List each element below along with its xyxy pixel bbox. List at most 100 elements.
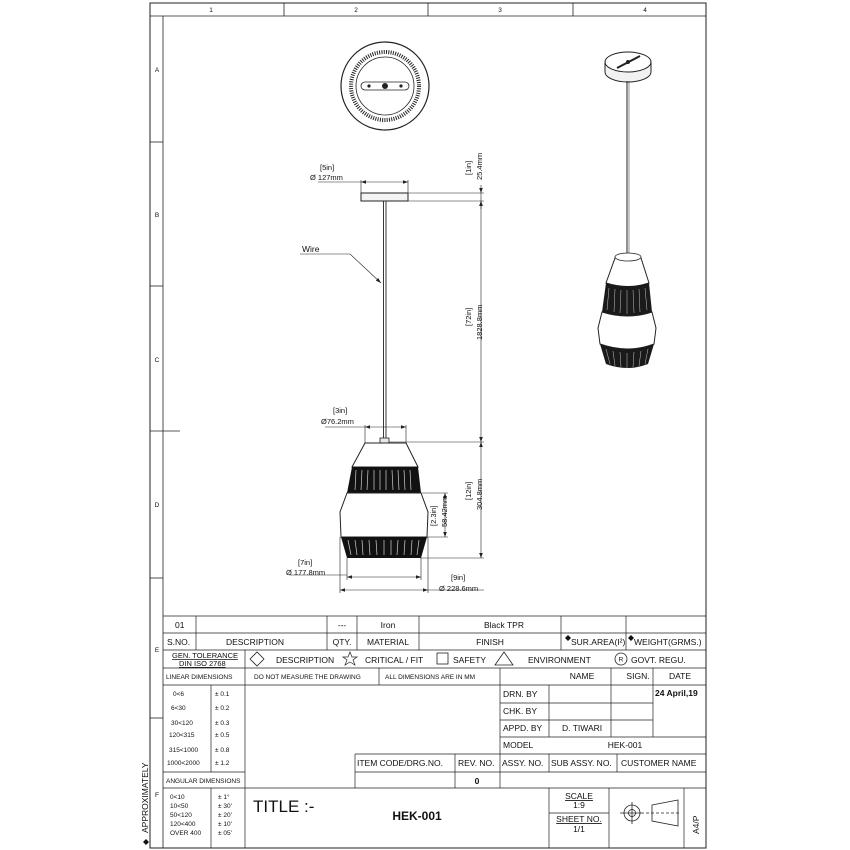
drawn-by-label: DRN. BY — [503, 689, 538, 699]
row-label: B — [155, 212, 159, 219]
bom-material: Iron — [381, 620, 396, 630]
max-diameter-mm: Ø 228.6mm — [439, 584, 478, 593]
pendant-front-view — [339, 192, 429, 558]
linear-tol: ± 0.3 — [215, 720, 230, 727]
symbol-govt: GOVT. REGU. — [631, 655, 686, 665]
rev-value: 0 — [475, 776, 480, 786]
row-label: D — [155, 502, 160, 509]
checked-by-label: CHK. BY — [503, 706, 537, 716]
dimension-lines — [289, 180, 484, 593]
linear-range: 0<6 — [173, 691, 184, 698]
angular-tol: ± 20' — [218, 812, 232, 819]
symbol-description: DESCRIPTION — [276, 655, 334, 665]
linear-tol: ± 0.8 — [215, 747, 230, 754]
bom-qty: --- — [338, 620, 347, 630]
angular-tol: ± 30' — [218, 803, 232, 810]
canopy-diameter-mm: Ø 127mm — [310, 173, 343, 182]
sub-assy-no-label: SUB ASSY. NO. — [551, 758, 612, 768]
angular-range: 50<120 — [170, 812, 192, 819]
canopy-diameter-in: [5in] — [320, 163, 334, 172]
projection-symbol-icon — [620, 799, 680, 827]
bom-grid — [163, 615, 706, 651]
symbol-environment: ENVIRONMENT — [528, 655, 591, 665]
shade-height-in: [12in] — [464, 482, 473, 500]
column-label: 1 — [209, 7, 213, 14]
symbol-critical: CRITICAL / FIT — [365, 655, 423, 665]
rev-no-label: REV. NO. — [458, 758, 495, 768]
shade-top-diameter-in: [3in] — [333, 406, 347, 415]
angular-range: OVER 400 — [170, 830, 201, 837]
dimension-labels: [5in] Ø 127mm [1in] 25.4mm Wire [72in] 1… — [286, 153, 484, 593]
model-value: HEK-001 — [608, 740, 643, 750]
sheet-size: A4/P — [691, 815, 701, 834]
header-qty: QTY. — [333, 637, 352, 647]
all-dims-mm: ALL DIMENSIONS ARE IN MM — [385, 674, 475, 681]
sheet-value: 1/1 — [573, 824, 585, 834]
tolerance-header: GEN. TOLERANCE DIN ISO 2768 DESCRIPTION … — [172, 651, 686, 668]
header-sur-area: SUR.AREA(I²) — [571, 637, 625, 647]
band-height-mm: 58.42mm — [440, 496, 449, 527]
bom-finish: Black TPR — [484, 620, 524, 630]
drawing-title: HEK-001 — [392, 809, 442, 823]
column-label: 4 — [643, 7, 647, 14]
bom-header: S.NO. DESCRIPTION QTY. MATERIAL FINISH S… — [167, 635, 702, 647]
wire-length-mm: 1828.8mm — [475, 305, 484, 340]
header-finish: FINISH — [476, 637, 504, 647]
diamond-icon — [628, 635, 634, 641]
row-label: F — [155, 792, 159, 799]
description-diamond-icon — [249, 651, 265, 667]
assy-no-label: ASSY. NO. — [502, 758, 543, 768]
approximately-label: APPROXIMATELY — [140, 762, 150, 833]
linear-tol: ± 1.2 — [215, 760, 230, 767]
band-height-in: [2.3in] — [429, 506, 438, 526]
linear-dimensions-table: LINEAR DIMENSIONS DO NOT MEASURE THE DRA… — [166, 674, 475, 837]
gen-tolerance: GEN. TOLERANCE — [172, 651, 238, 660]
row-label: A — [155, 67, 160, 74]
linear-dims-label: LINEAR DIMENSIONS — [166, 674, 233, 681]
wire-length-in: [72in] — [464, 308, 473, 326]
angular-tol: ± 1° — [218, 793, 230, 801]
scale-label: SCALE — [565, 791, 593, 801]
symbol-safety: SAFETY — [453, 655, 486, 665]
din-iso: DIN ISO 2768 — [179, 659, 226, 668]
header-weight: WEIGHT(GRMS.) — [634, 637, 702, 647]
tolerance-grid — [163, 650, 706, 848]
header-description: DESCRIPTION — [226, 637, 284, 647]
critical-star-icon — [341, 651, 359, 666]
title-label: TITLE :- — [253, 797, 314, 816]
angular-tol: ± 05' — [218, 830, 232, 837]
canopy-height-mm: 25.4mm — [475, 153, 484, 180]
header-sno: S.NO. — [167, 637, 190, 647]
approved-by-label: APPD. BY — [503, 723, 543, 733]
zone-labels: 1 2 3 4 A B C D E F — [155, 7, 648, 799]
do-not-measure: DO NOT MEASURE THE DRAWING — [254, 674, 361, 681]
date-value: 24 April,19 — [655, 688, 698, 698]
item-code-label: ITEM CODE/DRG.NO. — [357, 758, 443, 768]
angular-range: 10<50 — [170, 803, 189, 810]
bottom-diameter-mm: Ø 177.8mm — [286, 568, 325, 577]
safety-square-icon — [436, 652, 449, 665]
bom-sno: 01 — [175, 620, 185, 630]
header-material: MATERIAL — [367, 637, 409, 647]
linear-tol: ± 0.2 — [215, 705, 230, 712]
linear-tol: ± 0.5 — [215, 732, 230, 739]
dimension-arrows — [340, 180, 483, 592]
angular-dims-label: ANGULAR DIMENSIONS — [166, 778, 241, 785]
column-label: 2 — [354, 7, 358, 14]
column-label: 3 — [498, 7, 502, 14]
bottom-diameter-in: [7in] — [298, 558, 312, 567]
diamond-icon — [565, 635, 571, 641]
angular-range: 120<400 — [170, 821, 196, 828]
canopy-top-view — [340, 41, 430, 131]
sheet-label: SHEET NO. — [556, 814, 602, 824]
angular-range: 0<10 — [170, 794, 185, 801]
linear-range: 6<30 — [171, 705, 186, 712]
linear-range: 315<1000 — [169, 747, 198, 754]
environment-triangle-icon — [494, 651, 514, 666]
sign-header: SIGN. — [626, 671, 649, 681]
max-diameter-in: [9in] — [451, 573, 465, 582]
govt-symbol: R — [619, 657, 624, 664]
model-label: MODEL — [503, 740, 534, 750]
scale-value: 1:9 — [573, 800, 585, 810]
